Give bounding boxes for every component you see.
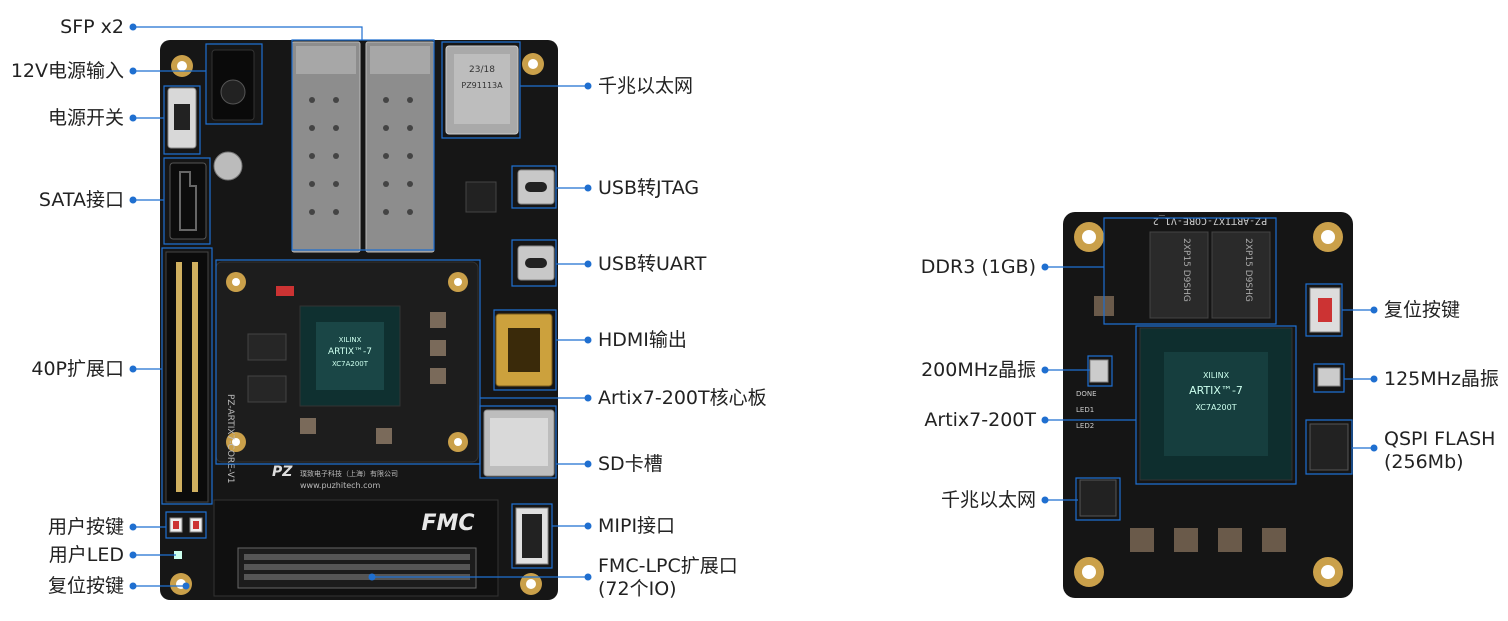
qspi-flash-chip <box>1309 423 1349 471</box>
osc-200mhz <box>1089 359 1109 383</box>
fmc-pins <box>244 554 470 580</box>
led2-silk: LED2 <box>1076 422 1094 430</box>
label-user-key: 用户按键 <box>47 516 124 538</box>
done-silk: DONE <box>1076 390 1097 398</box>
core-mount-holes <box>226 272 468 452</box>
core-name-silk: PZ-ARTIX7-CORE-V1 <box>225 394 235 483</box>
right-callout-lines <box>1045 217 1374 521</box>
ddr3-chip-2 <box>1211 231 1271 319</box>
label-core-board: Artix7-200T核心板 <box>598 387 767 409</box>
label-ethernet-right: 千兆以太网 <box>940 489 1036 511</box>
ddr3-mark-2: 2XP15 D9SHG <box>1243 238 1253 302</box>
left-callout-dots <box>129 23 592 590</box>
right-board: PZ-ARTIX7-CORE-V1_2 2XP15 D9SHG 2XP15 D9… <box>1063 212 1353 598</box>
label-header40: 40P扩展口 <box>31 358 124 380</box>
ddr3-chip-1 <box>1149 231 1209 319</box>
osc-125mhz <box>1317 367 1341 387</box>
label-reset-key-left: 复位按键 <box>47 575 124 597</box>
label-power-in: 12V电源输入 <box>10 60 124 82</box>
label-qspi-2: (256Mb) <box>1384 451 1464 473</box>
right-inductors <box>1094 296 1286 552</box>
label-osc125: 125MHz晶振 <box>1384 368 1499 390</box>
ddr-chip-1 <box>247 333 287 361</box>
rj45-code-silk: PZ91113A <box>461 81 503 90</box>
label-power-switch: 电源开关 <box>47 107 124 129</box>
label-usb-jtag: USB转JTAG <box>598 177 700 199</box>
label-reset-key-right: 复位按键 <box>1384 299 1461 321</box>
website-silk: www.puzhitech.com <box>300 481 380 490</box>
left-callout-lines <box>133 26 588 587</box>
mount-holes-right <box>1074 222 1343 587</box>
user-led <box>174 551 182 559</box>
sata-connector <box>169 162 207 240</box>
rj45-num-silk: 23/18 <box>469 65 495 75</box>
fpga-left-line2: ARTIX™-7 <box>328 347 372 357</box>
label-fpga: Artix7-200T <box>924 409 1036 431</box>
ddr3-mark-1: 2XP15 D9SHG <box>1181 238 1191 302</box>
label-qspi-1: QSPI FLASH <box>1384 428 1496 450</box>
label-user-led: 用户LED <box>48 544 124 566</box>
label-mipi: MIPI接口 <box>598 515 676 537</box>
led1-silk: LED1 <box>1076 406 1094 414</box>
header-40p <box>165 251 209 503</box>
label-usb-uart: USB转UART <box>598 253 707 275</box>
label-sfp: SFP x2 <box>60 16 124 38</box>
label-ethernet-left: 千兆以太网 <box>598 75 694 97</box>
brand-logo-silk: PZ <box>272 464 293 480</box>
label-osc200: 200MHz晶振 <box>921 359 1036 381</box>
capacitor <box>213 151 243 181</box>
right-callout-dots <box>1041 263 1378 504</box>
core-inductors <box>300 312 446 444</box>
phy-chip-right <box>1079 479 1117 517</box>
fpga-left-line3: XC7A200T <box>332 360 369 368</box>
ddr-chip-2 <box>247 375 287 403</box>
ethernet-phy-chip <box>465 181 497 213</box>
header-pins <box>176 262 198 492</box>
core-reset-button <box>276 286 294 296</box>
fpga-right-line3: XC7A200T <box>1195 403 1236 412</box>
fmc-logo-silk: FMC <box>421 511 474 536</box>
label-sd: SD卡槽 <box>598 453 663 475</box>
label-fmc-2: (72个IO) <box>598 578 677 600</box>
core-board-name-silk: PZ-ARTIX7-CORE-V1_2 <box>1153 215 1267 226</box>
left-board: 23/18 PZ91113A XILINX ARTIX™ <box>160 40 558 600</box>
company-silk: 璞致电子科技（上海）有限公司 <box>300 469 398 478</box>
fpga-right-line2: ARTIX™-7 <box>1189 384 1243 397</box>
sfp-vent-holes <box>309 97 413 215</box>
sfp-cages <box>291 41 435 253</box>
fpga-left-line1: XILINX <box>339 336 362 344</box>
label-fmc-1: FMC-LPC扩展口 <box>598 555 738 577</box>
label-sata: SATA接口 <box>38 189 124 211</box>
label-hdmi: HDMI输出 <box>598 329 687 351</box>
fpga-right-line1: XILINX <box>1203 371 1230 380</box>
label-ddr3: DDR3 (1GB) <box>920 256 1036 278</box>
